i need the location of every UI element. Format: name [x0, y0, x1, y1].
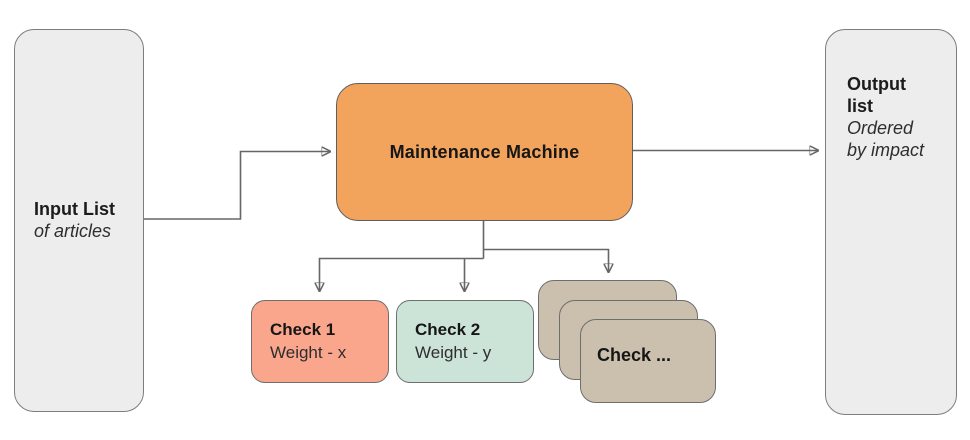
maintenance-machine-label: Maintenance Machine: [389, 141, 580, 162]
check-2-title: Check 2: [415, 320, 481, 340]
connector-to-check-more: [483, 248, 609, 273]
check-more-title: Check ...: [597, 345, 672, 366]
input-list-subtitle: of articles: [34, 220, 112, 241]
check-1-node: Check 1 Weight - x: [251, 300, 389, 383]
output-list-title: Output list: [847, 74, 906, 116]
output-list-node: Output list Ordered by impact: [825, 29, 957, 415]
input-list-node: Input List of articles: [14, 29, 144, 412]
check-2-weight: Weight - y: [415, 342, 492, 362]
check-2-node: Check 2 Weight - y: [396, 300, 534, 383]
check-1-title: Check 1: [270, 320, 336, 340]
maintenance-machine-node: Maintenance Machine: [336, 83, 633, 221]
input-list-title: Input List: [34, 198, 115, 219]
output-list-subtitle: Ordered by impact: [847, 117, 925, 160]
check-1-weight: Weight - x: [270, 342, 347, 362]
connector-input-to-machine: [143, 152, 331, 220]
check-more-node: Check ...: [580, 319, 716, 403]
connector-to-check1: [320, 257, 484, 292]
